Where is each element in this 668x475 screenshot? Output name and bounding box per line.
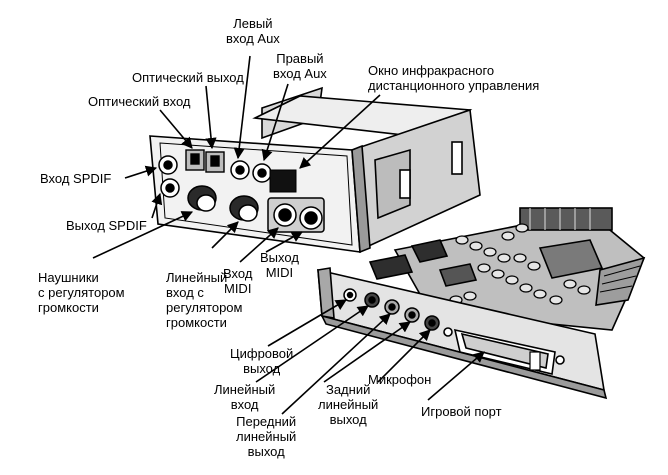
label-midi-out: Выход MIDI (260, 250, 299, 280)
label-front-line-out: Передний линейный выход (236, 414, 297, 459)
leader-lines (92, 55, 485, 415)
spdif-in-jack (158, 155, 178, 175)
label-rear-line-out: Задний линейный выход (318, 382, 379, 427)
midi-ports (267, 197, 325, 233)
bracket-jacks (343, 288, 440, 331)
label-game-port: Игровой порт (421, 404, 502, 419)
capacitors (449, 223, 591, 305)
label-midi-in: Вход MIDI (223, 266, 253, 296)
label-optical-in: Оптический вход (88, 94, 191, 109)
label-optical-out: Оптический выход (132, 70, 244, 85)
label-line-in-volume: Линейный вход с регулятором громкости (166, 270, 243, 330)
bracket-slot (529, 351, 541, 371)
label-microphone: Микрофон (368, 372, 432, 387)
optical-connectors (185, 149, 225, 173)
label-line-in: Линейный вход (214, 382, 276, 412)
label-ir-window: Окно инфракрасного дистанционного управл… (368, 63, 540, 93)
label-digital-out: Цифровой выход (230, 346, 294, 376)
aux-jacks (230, 160, 272, 183)
ir-window (269, 169, 297, 193)
spdif-out-jack (160, 178, 180, 198)
label-spdif-in: Вход SPDIF (40, 171, 112, 186)
label-left-aux-in: Левый вход Aux (226, 16, 280, 46)
label-spdif-out: Выход SPDIF (66, 218, 147, 233)
volume-knobs (187, 185, 259, 222)
label-right-aux-in: Правый вход Aux (273, 51, 327, 81)
label-headphones: Наушники с регулятором громкости (38, 270, 125, 315)
